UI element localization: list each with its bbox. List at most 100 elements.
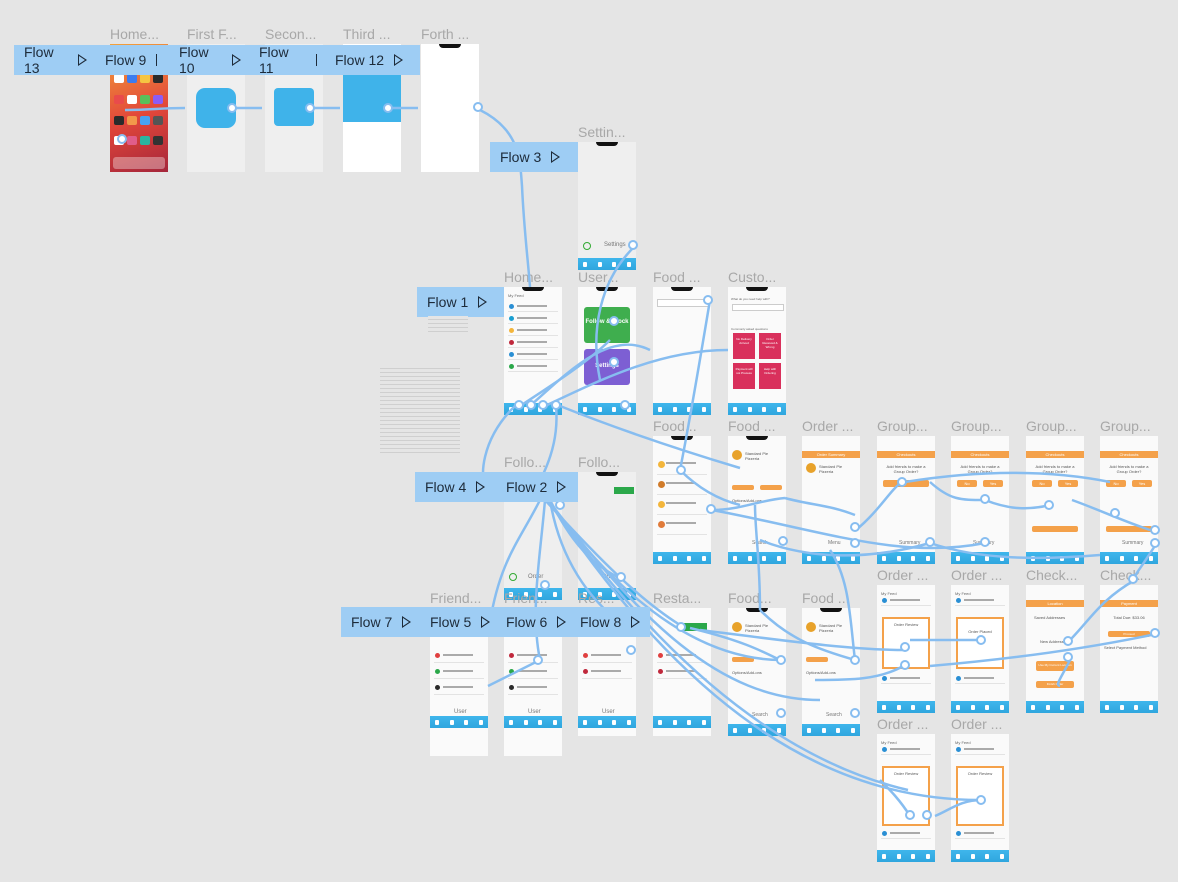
flow-tag-7[interactable]: Flow 7 <box>341 607 431 637</box>
frame-title[interactable]: Group... <box>1100 418 1151 434</box>
play-icon[interactable] <box>481 616 491 628</box>
frame-title[interactable]: Resta... <box>653 590 702 606</box>
connection-node[interactable] <box>533 655 543 665</box>
frame-title[interactable]: Order ... <box>951 567 1003 583</box>
tab-bar[interactable] <box>578 716 636 728</box>
flow-tag-11[interactable]: Flow 11 <box>249 44 325 76</box>
connection-node[interactable] <box>514 400 524 410</box>
tab-bar[interactable] <box>1026 701 1084 713</box>
search-input[interactable] <box>732 304 784 311</box>
connection-node[interactable] <box>900 660 910 670</box>
connection-node[interactable] <box>526 400 536 410</box>
proceed-button[interactable] <box>1032 526 1078 532</box>
frame-title[interactable]: Order ... <box>802 418 854 434</box>
connection-node[interactable] <box>703 295 713 305</box>
connection-node[interactable] <box>1044 500 1054 510</box>
connection-node[interactable] <box>905 810 915 820</box>
add-button[interactable] <box>806 657 828 662</box>
flow-tag-4[interactable]: Flow 4 <box>415 472 504 502</box>
frame-title[interactable]: Order ... <box>877 567 929 583</box>
frame-title[interactable]: User... <box>578 269 619 285</box>
back-icon[interactable] <box>509 573 517 581</box>
frame-title[interactable]: Order ... <box>951 716 1003 732</box>
proceed-button[interactable] <box>1106 526 1152 532</box>
tab-bar[interactable] <box>802 724 860 736</box>
flow-tag-10[interactable]: Flow 10 <box>169 44 249 76</box>
connection-node[interactable] <box>925 537 935 547</box>
connection-node[interactable] <box>976 635 986 645</box>
connection-node[interactable] <box>778 536 788 546</box>
connection-node[interactable] <box>620 400 630 410</box>
connection-node[interactable] <box>922 810 932 820</box>
connection-node[interactable] <box>538 400 548 410</box>
tab-bar[interactable] <box>951 850 1009 862</box>
play-icon[interactable] <box>232 54 241 66</box>
connection-node[interactable] <box>850 655 860 665</box>
connection-node[interactable] <box>305 103 315 113</box>
frame-title[interactable]: Third ... <box>343 26 391 42</box>
connection-node[interactable] <box>227 103 237 113</box>
frame-title[interactable]: Follo... <box>504 454 547 470</box>
tab-bar[interactable] <box>877 701 935 713</box>
play-icon[interactable] <box>78 54 87 66</box>
connection-node[interactable] <box>1063 636 1073 646</box>
flow-tag-12[interactable]: Flow 12 <box>325 45 420 75</box>
frame-title[interactable]: Custo... <box>728 269 777 285</box>
tab-bar[interactable] <box>504 588 562 600</box>
frame-title[interactable]: Home... <box>110 26 160 42</box>
frame-title[interactable]: Order ... <box>877 716 929 732</box>
connection-node[interactable] <box>976 795 986 805</box>
connection-node[interactable] <box>1150 538 1160 548</box>
help-card[interactable]: No Delivery Arrived <box>733 333 755 359</box>
connection-node[interactable] <box>609 357 619 367</box>
play-icon[interactable] <box>402 616 412 628</box>
frame-title[interactable]: Food ... <box>653 269 701 285</box>
play-icon[interactable] <box>476 481 486 493</box>
connection-node[interactable] <box>676 465 686 475</box>
play-icon[interactable] <box>557 481 567 493</box>
connection-node[interactable] <box>850 538 860 548</box>
back-icon[interactable] <box>583 242 591 250</box>
play-icon[interactable] <box>308 50 317 66</box>
tab-bar[interactable] <box>504 716 562 728</box>
connection-node[interactable] <box>676 622 686 632</box>
network-tab[interactable] <box>683 623 707 631</box>
frame-title[interactable]: Secon... <box>265 26 317 42</box>
connection-node[interactable] <box>1150 628 1160 638</box>
flow-tag-8[interactable]: Flow 8 <box>570 607 650 637</box>
play-icon[interactable] <box>551 151 561 163</box>
tab-bar[interactable] <box>877 552 935 564</box>
tab-bar[interactable] <box>653 552 711 564</box>
connection-node[interactable] <box>626 645 636 655</box>
add-button[interactable] <box>760 485 782 490</box>
add-button[interactable] <box>732 657 754 662</box>
connection-node[interactable] <box>980 494 990 504</box>
frame-title[interactable]: Check... <box>1026 567 1078 583</box>
tab-bar[interactable] <box>430 716 488 728</box>
frame-title[interactable]: Friend... <box>430 590 482 606</box>
frame-title[interactable]: First F... <box>187 26 237 42</box>
flow-tag-13[interactable]: Flow 13 <box>14 44 95 76</box>
yes-button[interactable]: Yes <box>1058 480 1078 487</box>
tab-bar[interactable] <box>653 403 711 415</box>
tab-bar[interactable] <box>728 403 786 415</box>
yes-button[interactable]: Yes <box>1132 480 1152 487</box>
flow-tag-3[interactable]: Flow 3 <box>490 142 578 172</box>
play-icon[interactable] <box>394 54 404 66</box>
flow-tag-5[interactable]: Flow 5 <box>420 607 504 637</box>
add-button[interactable] <box>732 485 754 490</box>
connection-node[interactable] <box>900 642 910 652</box>
no-button[interactable]: No <box>957 480 977 487</box>
play-icon[interactable] <box>478 296 488 308</box>
frame-title[interactable]: Settin... <box>578 124 626 140</box>
connection-node[interactable] <box>1063 652 1073 662</box>
connection-node[interactable] <box>1150 525 1160 535</box>
flow-tag-2[interactable]: Flow 2 <box>496 472 578 502</box>
proceed-button[interactable]: Proceed <box>1108 631 1150 637</box>
frame-title[interactable]: Food ... <box>802 590 850 606</box>
connection-node[interactable] <box>383 103 393 113</box>
help-card[interactable]: Help with Ordering <box>759 363 781 389</box>
frame-title[interactable]: Follo... <box>578 454 621 470</box>
tab-bar[interactable] <box>728 724 786 736</box>
current-location-button[interactable]: Use My Current Location <box>1036 661 1074 671</box>
